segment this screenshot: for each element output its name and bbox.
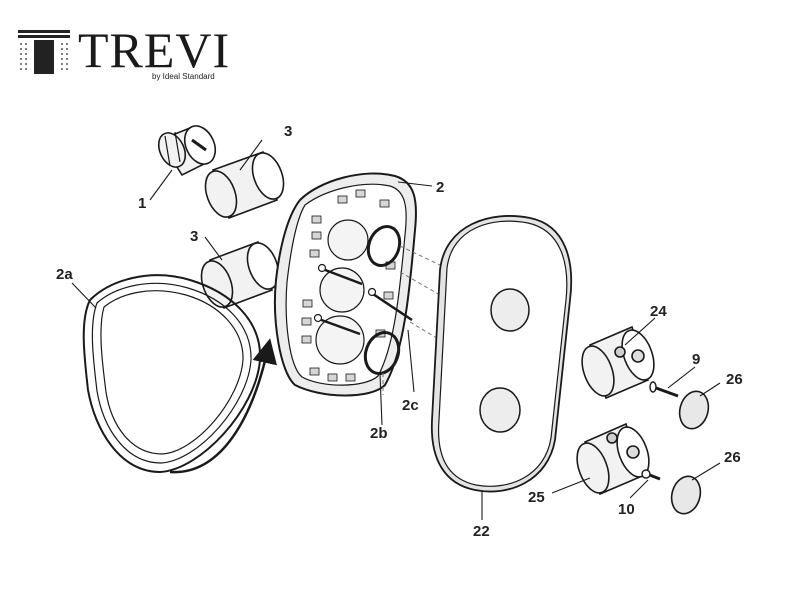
logo-tagline: by Ideal Standard <box>152 72 215 81</box>
callout-2: 2 <box>436 179 444 196</box>
logo-brand-text: TREVI <box>78 22 231 78</box>
part-1-cartridge <box>157 125 217 177</box>
part-2b-o-ring-lower <box>363 331 401 375</box>
part-3-sleeve-upper <box>204 150 285 220</box>
part-10-screw <box>641 469 661 481</box>
callout-26-lower: 26 <box>724 449 741 466</box>
callout-24: 24 <box>650 303 667 320</box>
callout-10: 10 <box>618 501 635 518</box>
callout-2b: 2b <box>370 425 388 442</box>
part-2a-gasket <box>82 274 262 474</box>
callout-9: 9 <box>692 351 700 368</box>
alignment-lines <box>382 245 441 395</box>
part-25-handle-lower <box>576 422 650 496</box>
callout-22: 22 <box>473 523 490 540</box>
callout-2c: 2c <box>402 397 419 414</box>
part-3-sleeve-lower <box>200 240 280 310</box>
part-2b-o-ring-upper <box>366 225 402 267</box>
part-26-cap-upper <box>678 390 710 430</box>
callout-2a: 2a <box>56 266 73 283</box>
callout-3-lower: 3 <box>190 228 198 245</box>
leader-lines <box>71 139 721 520</box>
part-9-screw <box>649 381 679 398</box>
logo-dot-grid-icon <box>18 30 70 74</box>
callout-3-upper: 3 <box>284 123 292 140</box>
callout-25: 25 <box>528 489 545 506</box>
trevi-logo: TREVI by Ideal Standard <box>18 22 238 86</box>
part-22-cover-plate <box>431 215 573 493</box>
callout-26-upper: 26 <box>726 371 743 388</box>
assembly-arrow <box>169 338 277 474</box>
callout-1: 1 <box>138 195 146 212</box>
part-24-handle-upper <box>581 325 655 400</box>
part-26-cap-lower <box>670 475 702 515</box>
